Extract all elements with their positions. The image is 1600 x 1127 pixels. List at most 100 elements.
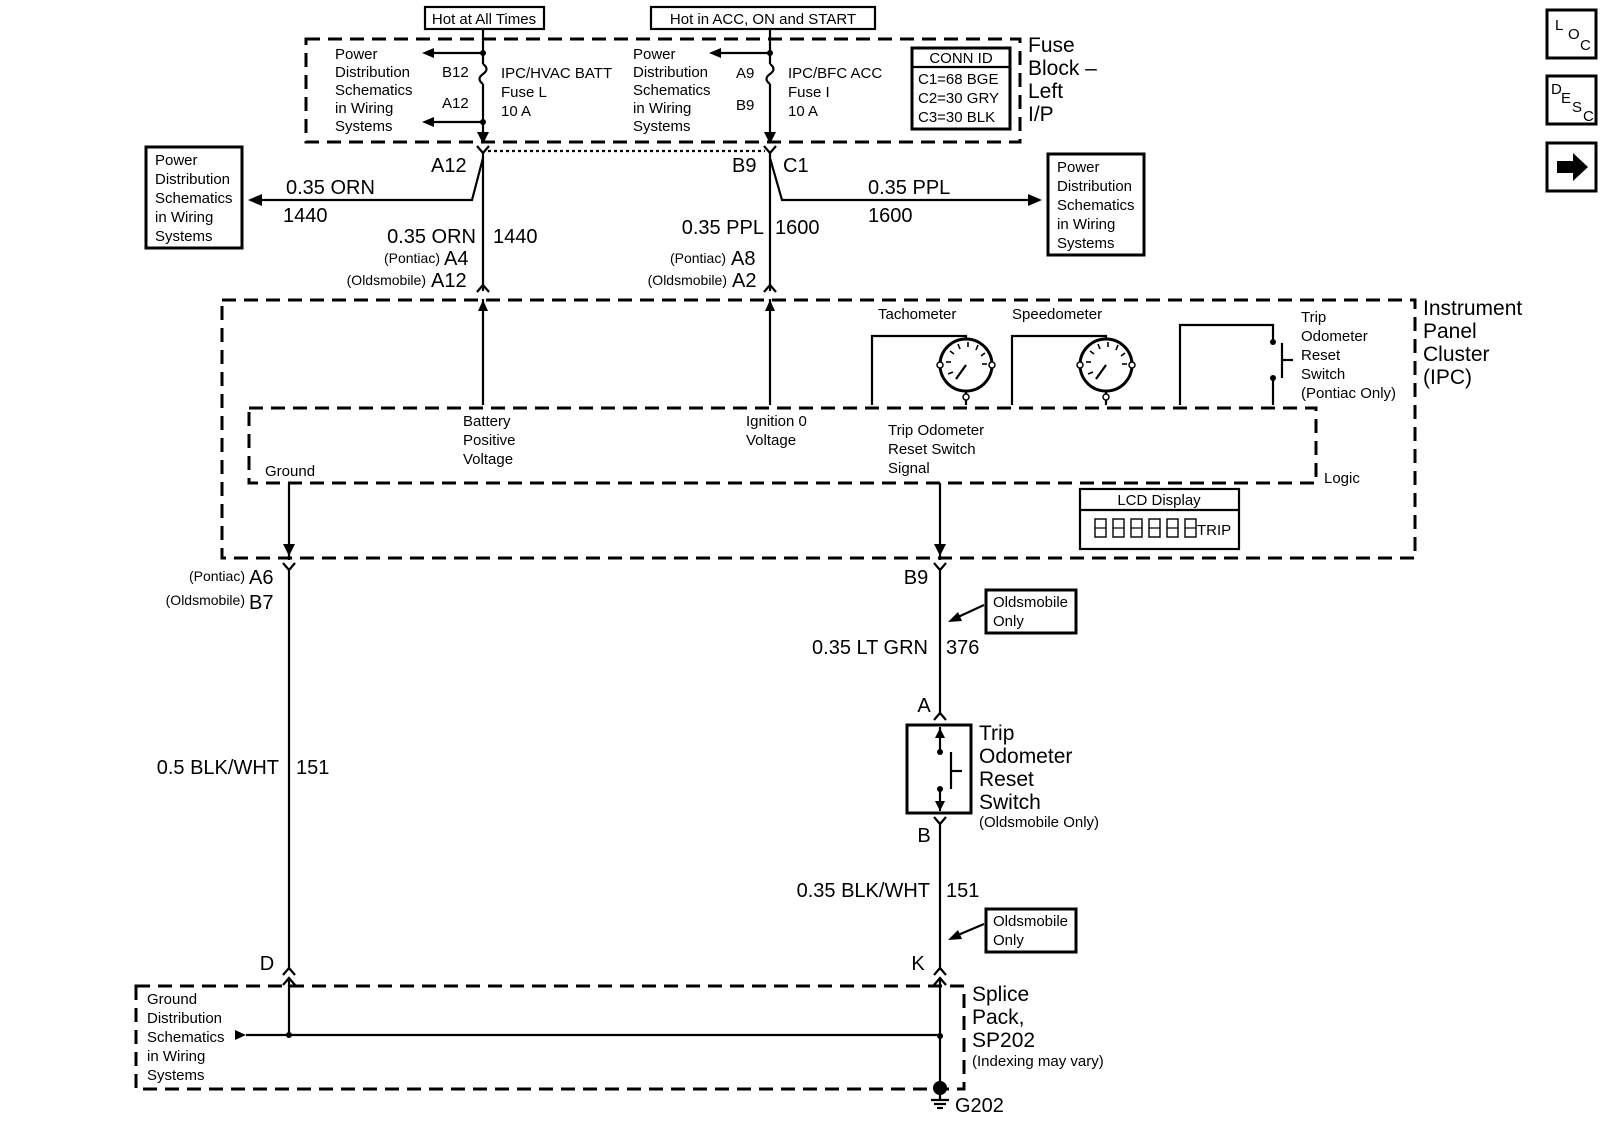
fuse-pin-b12: B12 bbox=[442, 64, 469, 81]
conn-id-table: CONN ID C1=68 BGE C2=30 GRY C3=30 BLK bbox=[910, 46, 1012, 131]
ipc-pin-a8: A8 bbox=[731, 248, 755, 270]
svg-text:10 A: 10 A bbox=[501, 103, 531, 120]
svg-text:Systems: Systems bbox=[633, 118, 691, 135]
variant-pontiac-a4: (Pontiac) bbox=[384, 250, 440, 266]
svg-text:Splice: Splice bbox=[972, 983, 1029, 1006]
svg-text:in Wiring: in Wiring bbox=[335, 100, 393, 117]
arrow-right-icon bbox=[1557, 153, 1588, 181]
connector-pin-d: D bbox=[260, 953, 274, 975]
wire-label-blkwht-right: 0.35 BLK/WHT bbox=[797, 880, 930, 902]
circuit-1600-main: 1600 bbox=[775, 217, 820, 239]
svg-text:in Wiring: in Wiring bbox=[155, 209, 213, 226]
variant-pontiac-a6: (Pontiac) bbox=[189, 568, 245, 584]
variant-pontiac-a8: (Pontiac) bbox=[670, 250, 726, 266]
desc-button[interactable]: D E S C bbox=[1545, 74, 1598, 126]
ipc-pin-a12: A12 bbox=[431, 270, 467, 292]
pontiac-trip-switch-icon bbox=[1178, 323, 1293, 405]
svg-text:Distribution: Distribution bbox=[1057, 178, 1132, 195]
svg-text:IPC/BFC ACC: IPC/BFC ACC bbox=[788, 65, 882, 82]
next-button[interactable] bbox=[1545, 141, 1598, 193]
arrow-ignition bbox=[765, 300, 775, 311]
svg-text:Power: Power bbox=[633, 46, 676, 63]
svg-text:E: E bbox=[1561, 90, 1571, 107]
wire-label-ppl-main: 0.35 PPL bbox=[682, 217, 764, 239]
svg-text:Ignition 0: Ignition 0 bbox=[746, 413, 807, 430]
svg-text:C: C bbox=[1580, 37, 1591, 54]
olds-trip-switch-icon bbox=[905, 723, 973, 815]
svg-text:Schematics: Schematics bbox=[633, 82, 711, 99]
ipc-pin-a6: A6 bbox=[249, 567, 273, 589]
svg-text:C2=30 GRY: C2=30 GRY bbox=[918, 90, 999, 107]
svg-text:Switch: Switch bbox=[1301, 366, 1345, 383]
svg-text:Systems: Systems bbox=[335, 118, 393, 135]
svg-text:TRIP: TRIP bbox=[1197, 522, 1231, 539]
hot-at-all-times-label: Hot at All Times bbox=[432, 11, 536, 28]
svg-text:Positive: Positive bbox=[463, 432, 516, 449]
wire-ground-151 bbox=[282, 483, 296, 1038]
svg-text:in Wiring: in Wiring bbox=[1057, 216, 1115, 233]
wire-label-blkwht-left: 0.5 BLK/WHT bbox=[157, 757, 279, 779]
svg-text:Block –: Block – bbox=[1028, 57, 1097, 80]
circuit-1440-branch: 1440 bbox=[283, 205, 328, 227]
svg-text:C1=68 BGE: C1=68 BGE bbox=[918, 71, 998, 88]
ground-g202-label: G202 bbox=[955, 1095, 1004, 1117]
ignition-voltage-label: Ignition 0 Voltage bbox=[746, 413, 807, 449]
fuse-pin-a9: A9 bbox=[736, 65, 754, 82]
connector-pin-b9: B9 bbox=[732, 155, 756, 177]
svg-text:Reset Switch: Reset Switch bbox=[888, 441, 976, 458]
svg-text:Systems: Systems bbox=[1057, 235, 1115, 252]
wire-label-ltgrn: 0.35 LT GRN bbox=[812, 637, 928, 659]
svg-text:Fuse: Fuse bbox=[1028, 34, 1075, 57]
battery-voltage-label: Battery Positive Voltage bbox=[463, 413, 516, 468]
svg-text:Panel: Panel bbox=[1423, 320, 1477, 343]
wire-orn-1440 bbox=[248, 145, 490, 293]
svg-text:O: O bbox=[1568, 26, 1580, 43]
olds-only-callout-2: Oldsmobile Only bbox=[948, 907, 1078, 954]
svg-text:C: C bbox=[1583, 108, 1594, 125]
wire-trip-signal-376 bbox=[933, 483, 947, 721]
svg-text:CONN ID: CONN ID bbox=[929, 50, 993, 67]
circuit-151-left: 151 bbox=[296, 757, 329, 779]
fuse-pin-b9: B9 bbox=[736, 97, 754, 114]
fuse-l bbox=[422, 29, 489, 144]
switch-pin-b: B bbox=[917, 825, 930, 847]
svg-text:Ground: Ground bbox=[147, 991, 197, 1008]
fuse-l-label: IPC/HVAC BATT Fuse L 10 A bbox=[501, 65, 612, 120]
svg-text:IPC/HVAC BATT: IPC/HVAC BATT bbox=[501, 65, 612, 82]
svg-text:L: L bbox=[1555, 17, 1563, 34]
switch-pin-a: A bbox=[917, 695, 931, 717]
svg-text:Schematics: Schematics bbox=[155, 190, 233, 207]
svg-text:Fuse I: Fuse I bbox=[788, 84, 830, 101]
svg-text:Cluster: Cluster bbox=[1423, 343, 1490, 366]
connector-c1: C1 bbox=[783, 155, 809, 177]
svg-text:Distribution: Distribution bbox=[335, 64, 410, 81]
svg-text:Schematics: Schematics bbox=[335, 82, 413, 99]
variant-oldsmobile-b7: (Oldsmobile) bbox=[166, 592, 245, 608]
svg-text:Switch: Switch bbox=[979, 791, 1041, 814]
wire-label-ppl-branch: 0.35 PPL bbox=[868, 177, 950, 199]
wire-label-orn-branch: 0.35 ORN bbox=[286, 177, 375, 199]
ipc-pin-a2: A2 bbox=[732, 270, 756, 292]
pds-reference-right: Power Distribution Schematics in Wiring … bbox=[633, 46, 711, 135]
lcd-digits-icon bbox=[1094, 518, 1197, 538]
tachometer-gauge-icon bbox=[870, 334, 996, 405]
svg-text:(IPC): (IPC) bbox=[1423, 366, 1472, 389]
speedometer-label: Speedometer bbox=[1012, 306, 1102, 323]
svg-text:Instrument: Instrument bbox=[1423, 297, 1522, 320]
fuse-i bbox=[709, 29, 776, 144]
svg-text:Voltage: Voltage bbox=[746, 432, 796, 449]
logic-label: Logic bbox=[1324, 470, 1360, 487]
svg-text:Voltage: Voltage bbox=[463, 451, 513, 468]
svg-text:Only: Only bbox=[993, 932, 1024, 949]
svg-text:(Indexing may vary): (Indexing may vary) bbox=[972, 1053, 1104, 1070]
svg-text:C3=30 BLK: C3=30 BLK bbox=[918, 109, 995, 126]
svg-text:I/P: I/P bbox=[1028, 103, 1054, 126]
svg-text:Left: Left bbox=[1028, 80, 1063, 103]
svg-text:SP202: SP202 bbox=[972, 1029, 1035, 1052]
loc-button[interactable]: L O C bbox=[1545, 8, 1598, 60]
svg-text:Odometer: Odometer bbox=[1301, 328, 1368, 345]
splice-pack-outline bbox=[134, 984, 966, 1091]
svg-text:Fuse L: Fuse L bbox=[501, 84, 547, 101]
svg-text:in Wiring: in Wiring bbox=[147, 1048, 205, 1065]
circuit-151-right: 151 bbox=[946, 880, 979, 902]
